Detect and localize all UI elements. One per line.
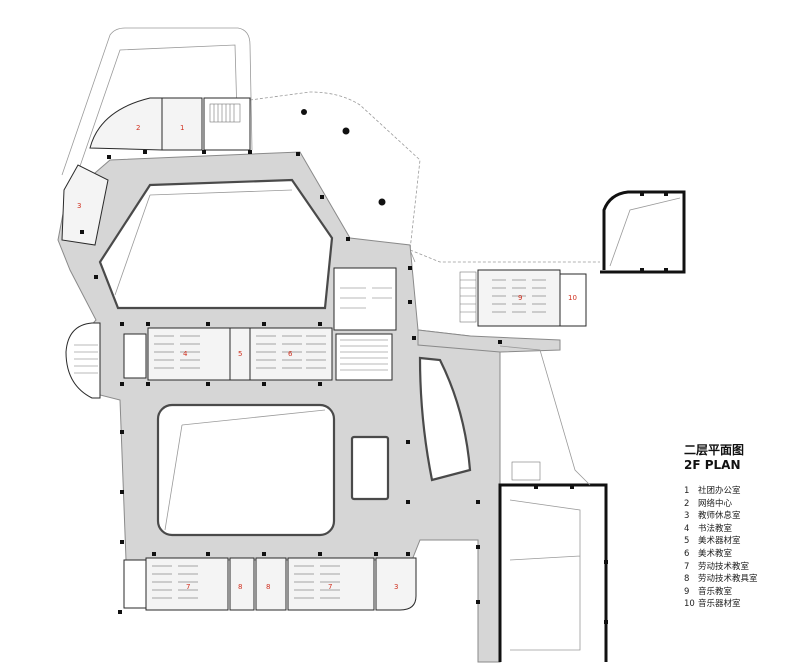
legend-number: 3 [684, 511, 690, 522]
legend-item: 1 社团办公室 [684, 485, 758, 498]
legend-label: 美术教室 [698, 548, 733, 559]
room-label-3-south: 3 [394, 583, 398, 591]
tree-1 [301, 109, 307, 115]
stair-east-external [511, 461, 541, 481]
room-teacher-lounge-south [375, 557, 417, 611]
room-labor-tools-a [229, 557, 255, 611]
stair-north [209, 103, 241, 123]
stair-east-core [335, 333, 393, 381]
legend-number: 10 [684, 599, 695, 610]
legend-label: 书法教室 [698, 523, 733, 534]
legend-item: 6 美术教室 [684, 548, 758, 561]
room-label-7-east: 7 [328, 583, 332, 591]
light-well [350, 435, 390, 501]
stair-music-steps [460, 279, 476, 313]
legend-item: 8 劳动技术教具室 [684, 573, 758, 586]
room-calligraphy [147, 327, 231, 381]
room-label-1: 1 [180, 124, 184, 132]
stair-west-oval [65, 322, 101, 399]
block-northeast [600, 190, 686, 274]
roof-outline-north [61, 27, 253, 176]
tree-2 [342, 127, 350, 135]
legend-number: 7 [684, 561, 690, 572]
room-art-class [249, 327, 333, 381]
room-label-8-b: 8 [266, 583, 270, 591]
legend-number: 9 [684, 586, 690, 597]
courtyard-east-slot [418, 356, 472, 482]
room-stair-mid [123, 333, 147, 379]
room-music [477, 269, 561, 327]
legend-number: 5 [684, 536, 690, 547]
legend-item: 3 教师休息室 [684, 510, 758, 523]
desk-grid-south [152, 565, 340, 599]
legend-label: 劳动技术教室 [698, 561, 750, 572]
block-northeast-inner [609, 197, 681, 267]
courtyard-north [98, 178, 334, 310]
room-label-2: 2 [136, 124, 140, 132]
legend-label: 教师休息室 [698, 511, 741, 522]
stair-music [459, 271, 477, 323]
room-labor-tech-a [145, 557, 229, 611]
toilet-partitions [340, 287, 392, 309]
tree-3 [378, 198, 386, 206]
room-stair-south [123, 559, 147, 609]
stair-north-steps [213, 104, 235, 122]
room-label-7-west: 7 [186, 583, 190, 591]
legend-item: 9 音乐教室 [684, 586, 758, 599]
site-line-east [499, 345, 591, 486]
legend-label: 社团办公室 [698, 486, 741, 496]
structural-columns [80, 150, 668, 624]
toilet-core [333, 267, 397, 331]
legend-number: 2 [684, 498, 690, 509]
room-labor-tools-b [255, 557, 287, 611]
legend-item: 5 美术器材室 [684, 535, 758, 548]
room-label-4: 4 [183, 350, 188, 358]
room-music-storage [559, 273, 587, 327]
legend-label: 音乐教室 [698, 586, 733, 597]
legend-label: 网络中心 [698, 498, 733, 509]
courtyard-north-hatch [114, 189, 293, 296]
room-label-6: 6 [288, 350, 293, 358]
desk-grid-music [492, 279, 546, 313]
room-label-10: 10 [568, 294, 577, 302]
block-southeast-inner [509, 499, 581, 651]
room-network-center [89, 97, 163, 151]
legend-number: 6 [684, 548, 690, 559]
stair-west-steps [74, 344, 98, 374]
plan-title-cn: 二层平面图 [684, 443, 745, 457]
room-legend: 1 社团办公室 2 网络中心 3 教师休息室 4 书法教室 5 美术器材室 6 美术教室 7… [684, 485, 758, 611]
room-teacher-lounge-west [61, 164, 109, 246]
legend-number: 8 [684, 574, 690, 585]
room-label-8-a: 8 [238, 583, 242, 591]
legend-label: 美术器材室 [698, 536, 741, 547]
legend-item: 7 劳动技术教室 [684, 561, 758, 574]
plan-title-block: 二层平面图 2F PLAN [684, 443, 744, 472]
site-outline-east [249, 91, 600, 263]
room-label-3-west: 3 [77, 202, 81, 210]
room-label-5: 5 [238, 350, 242, 358]
courtyard-south [156, 403, 336, 537]
legend-label: 音乐器材室 [698, 599, 741, 610]
stair-east-steps [340, 339, 388, 371]
legend-label: 劳动技术教具室 [698, 574, 758, 585]
legend-number: 1 [684, 486, 690, 496]
legend-item: 2 网络中心 [684, 498, 758, 511]
corridor-spur-east [417, 329, 561, 353]
room-labor-tech-b [287, 557, 375, 611]
legend-item: 4 书法教室 [684, 523, 758, 536]
desk-grid-north [154, 335, 326, 369]
room-label-9: 9 [518, 294, 522, 302]
room-club-office [161, 97, 203, 151]
plan-title-en: 2F PLAN [684, 458, 741, 472]
legend-number: 4 [684, 523, 690, 534]
courtyard-south-hatch [164, 409, 326, 531]
block-southeast [498, 483, 608, 662]
room-north-service [203, 97, 251, 151]
